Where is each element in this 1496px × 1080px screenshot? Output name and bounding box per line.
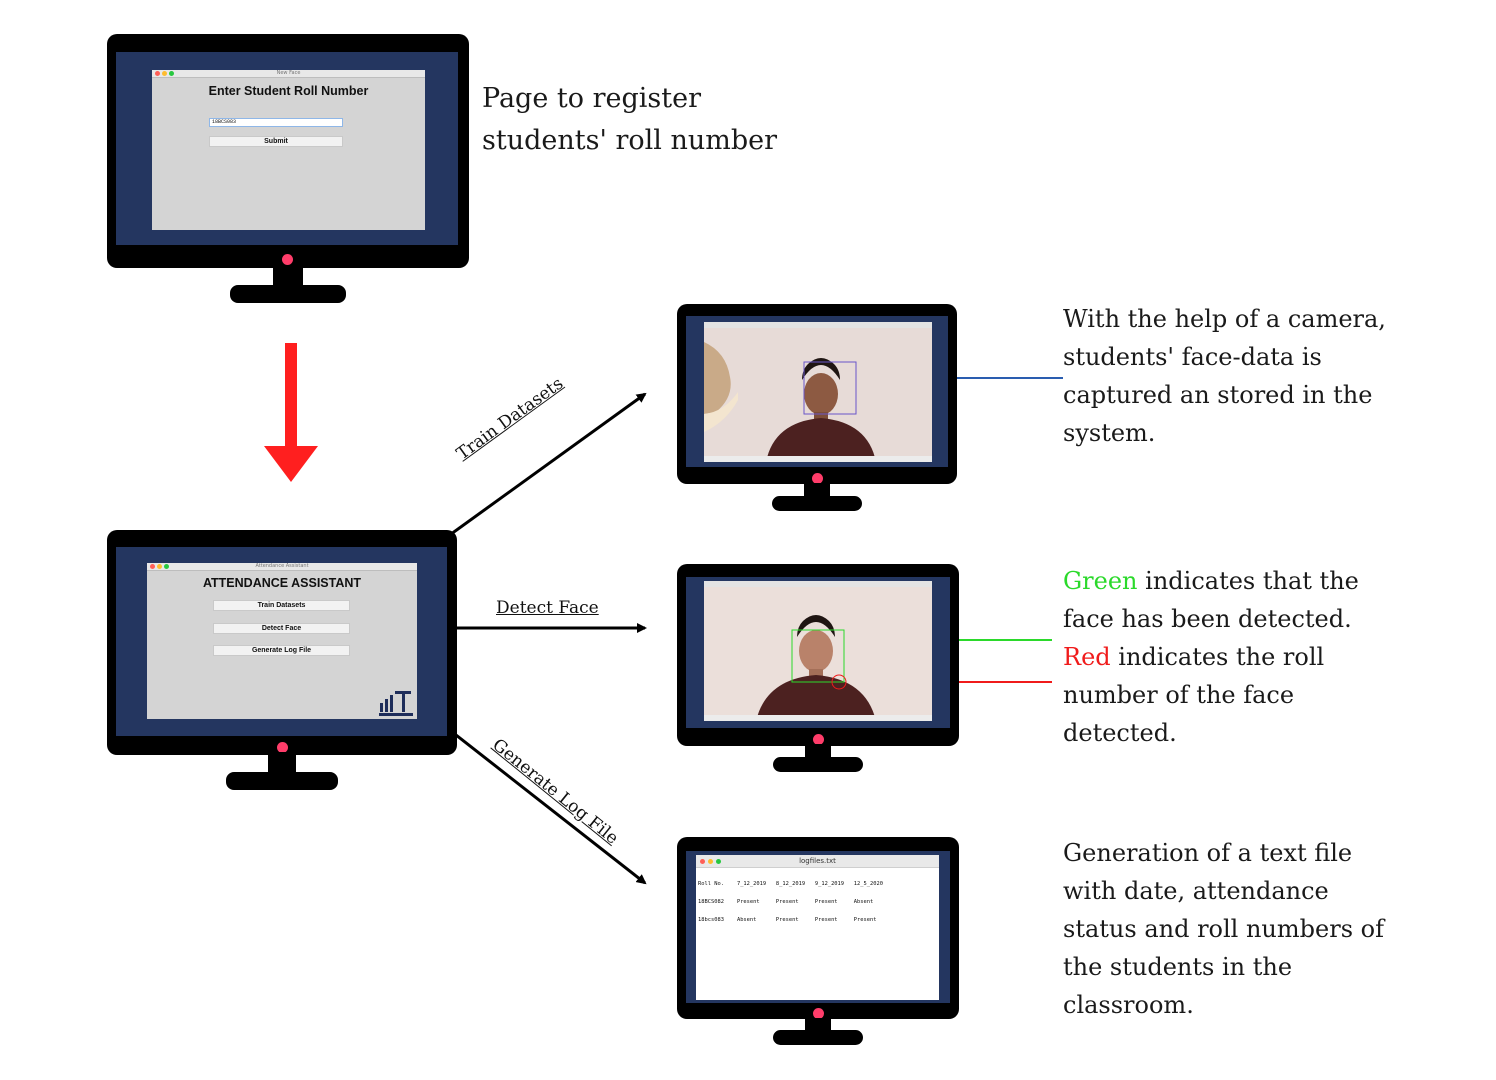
detect-camera-feed	[704, 581, 932, 721]
window-title: New Face	[276, 70, 301, 76]
detect-description: Green indicates that the face has been d…	[1063, 562, 1403, 752]
roll-number-input[interactable]: 18BCS083	[209, 118, 343, 127]
zoom-dot-icon[interactable]	[716, 859, 721, 864]
capture-description: With the help of a camera, students' fac…	[1063, 305, 1386, 447]
log-window-title: logfiles.txt	[799, 857, 836, 865]
close-dot-icon[interactable]	[150, 564, 155, 569]
log-file-window: logfiles.txt Roll No. 7_12_2019 8_12_201…	[696, 855, 939, 1000]
log-file-content: Roll No. 7_12_2019 8_12_2019 9_12_2019 1…	[698, 869, 883, 935]
minimize-dot-icon[interactable]	[162, 71, 167, 76]
window-title: Attendance Assistant	[255, 563, 309, 569]
detect-face-label: Detect Face	[496, 598, 599, 618]
zoom-dot-icon[interactable]	[169, 71, 174, 76]
submit-button[interactable]: Submit	[209, 136, 343, 147]
green-word: Green	[1063, 567, 1138, 595]
close-dot-icon[interactable]	[700, 859, 705, 864]
log-line: 18BCS082 Present Present Present Absent	[698, 899, 874, 905]
detect-face-button[interactable]: Detect Face	[213, 623, 350, 634]
log-description: Generation of a text file with date, att…	[1063, 839, 1384, 1019]
red-word: Red	[1063, 643, 1111, 671]
green-rest: indicates that the face has been detecte…	[1063, 567, 1359, 633]
iiit-logo	[378, 689, 416, 717]
register-window: New Face Enter Student Roll Number 18BCS…	[152, 70, 425, 230]
register-heading: Enter Student Roll Number	[208, 84, 369, 98]
generate-log-file-button[interactable]: Generate Log File	[213, 645, 350, 656]
assistant-window: Attendance Assistant ATTENDANCE ASSISTAN…	[147, 563, 417, 719]
minimize-dot-icon[interactable]	[708, 859, 713, 864]
zoom-dot-icon[interactable]	[164, 564, 169, 569]
capture-camera-feed	[704, 322, 932, 462]
assistant-heading: ATTENDANCE ASSISTANT	[202, 576, 362, 590]
red-rest: indicates the roll number of the face de…	[1063, 643, 1325, 747]
close-dot-icon[interactable]	[155, 71, 160, 76]
log-line: 18bcs083 Absent Present Present Present	[698, 917, 877, 923]
train-datasets-button[interactable]: Train Datasets	[213, 600, 350, 611]
down-arrow	[264, 343, 318, 482]
minimize-dot-icon[interactable]	[157, 564, 162, 569]
register-description: Page to register students' roll number	[482, 83, 778, 156]
log-line: Roll No. 7_12_2019 8_12_2019 9_12_2019 1…	[698, 881, 883, 887]
